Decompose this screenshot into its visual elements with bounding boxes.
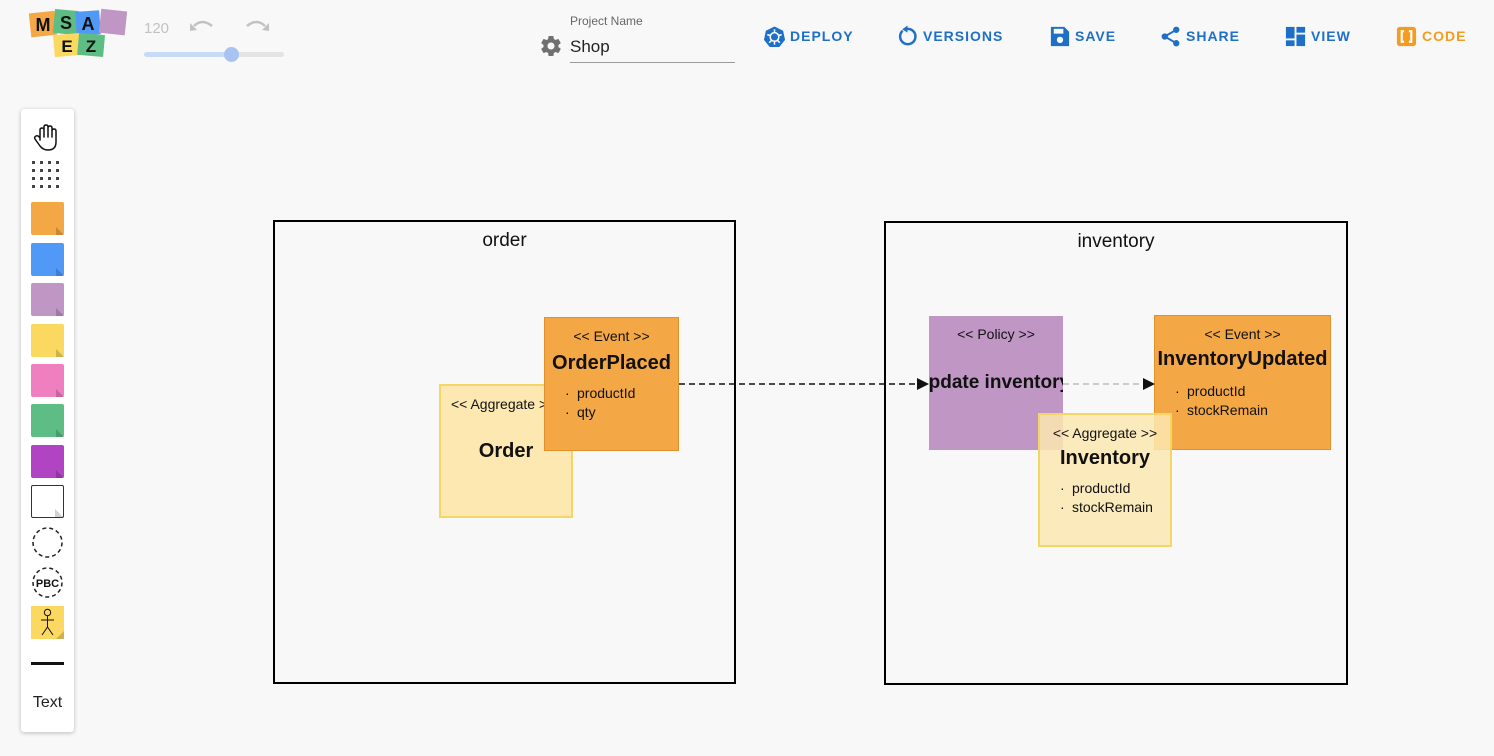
aggregate-attributes: productId stockRemain <box>1060 479 1153 517</box>
zoom-slider-fill <box>144 52 231 57</box>
versions-button[interactable]: VERSIONS <box>896 22 1003 50</box>
zoom-slider-thumb[interactable] <box>224 47 239 62</box>
event-attribute: productId <box>565 384 635 403</box>
project-name-input[interactable] <box>570 32 735 63</box>
policy-stereotype: << Policy >> <box>957 326 1035 342</box>
logo-letter-a: A <box>82 14 95 34</box>
bounded-context-title: inventory <box>1077 231 1155 252</box>
logo-letter-m: M <box>36 15 51 35</box>
zoom-level: 120 <box>144 20 170 37</box>
save-label: SAVE <box>1075 28 1117 44</box>
kubernetes-icon <box>763 25 786 47</box>
bounded-context-inventory[interactable]: inventory <box>884 221 1348 685</box>
msaez-logo: M S A E Z <box>28 8 128 58</box>
event-attributes: productId qty <box>565 384 635 422</box>
event-attribute: stockRemain <box>1175 401 1268 420</box>
zoom-slider[interactable] <box>144 47 284 62</box>
external-sticker[interactable] <box>31 364 64 397</box>
aggregate-sticker[interactable] <box>31 324 64 357</box>
history-icon <box>898 24 917 45</box>
event-attributes: productId stockRemain <box>1175 382 1268 420</box>
bounded-context-title: order <box>482 230 527 251</box>
share-button[interactable]: SHARE <box>1159 22 1240 50</box>
aggregate-attribute: productId <box>1060 479 1153 498</box>
bounded-context-order[interactable]: order <box>273 220 736 684</box>
grid-select-icon[interactable] <box>31 160 64 193</box>
aggregate-stereotype: << Aggregate >> <box>1052 425 1158 441</box>
share-label: SHARE <box>1186 28 1241 44</box>
logo-letter-e: E <box>61 37 72 56</box>
deploy-label: DEPLOY <box>790 28 854 44</box>
share-icon <box>1161 26 1180 46</box>
versions-label: VERSIONS <box>923 28 1004 44</box>
event-attribute: qty <box>565 403 635 422</box>
policy-sticker[interactable] <box>31 283 64 316</box>
package-label: PBC <box>36 578 59 590</box>
event-stereotype: << Event >> <box>1204 326 1281 342</box>
view-sticker[interactable] <box>31 445 64 478</box>
hand-icon[interactable] <box>31 121 64 154</box>
read-model-sticker[interactable] <box>31 404 64 437</box>
command-sticker[interactable] <box>31 243 64 276</box>
aggregate-attribute: stockRemain <box>1060 498 1153 517</box>
aggregate-name: Order <box>478 440 534 462</box>
event-order-placed[interactable]: << Event >> OrderPlaced productId qty <box>544 317 679 451</box>
package-icon[interactable]: PBC <box>31 566 64 599</box>
relation-arrowhead <box>1143 378 1155 390</box>
event-inventory-updated[interactable]: << Event >> InventoryUpdated productId s… <box>1154 315 1331 450</box>
project-name-label: Project Name <box>570 14 643 28</box>
event-sticker[interactable] <box>31 202 64 235</box>
aggregate-inventory[interactable]: << Aggregate >> Inventory productId stoc… <box>1038 413 1172 547</box>
save-button[interactable]: SAVE <box>1048 22 1116 50</box>
event-name: InventoryUpdated <box>1157 348 1328 370</box>
bounded-context-icon[interactable] <box>31 526 64 559</box>
text-tool[interactable]: Text <box>32 694 63 711</box>
deploy-button[interactable]: DEPLOY <box>763 22 854 50</box>
gear-icon[interactable] <box>539 34 563 58</box>
dashboard-icon <box>1285 26 1306 46</box>
event-name: OrderPlaced <box>552 352 671 374</box>
aggregate-name: Inventory <box>1059 447 1151 469</box>
code-label: CODE <box>1422 28 1467 44</box>
code-button[interactable]: CODE <box>1395 22 1466 50</box>
redo-icon[interactable] <box>243 16 271 40</box>
aggregate-order[interactable]: << Aggregate >> Order <box>439 384 573 518</box>
relation-arrowhead <box>917 378 929 390</box>
ui-sticker[interactable] <box>31 485 64 518</box>
sticker-palette: PBC Text <box>21 109 74 732</box>
event-attribute: productId <box>1175 382 1268 401</box>
logo-letter-s: S <box>60 13 72 33</box>
code-brackets-icon <box>1396 26 1417 46</box>
logo-letter-z: Z <box>86 37 96 56</box>
undo-icon[interactable] <box>188 16 216 40</box>
view-label: VIEW <box>1311 28 1351 44</box>
line-icon[interactable] <box>31 647 64 680</box>
event-stereotype: << Event >> <box>573 328 650 344</box>
policy-name: update inventory <box>929 372 1063 393</box>
floppy-disk-icon <box>1050 26 1070 46</box>
view-button[interactable]: VIEW <box>1284 22 1351 50</box>
aggregate-stereotype: << Aggregate >> <box>451 396 556 412</box>
actor-sticker[interactable] <box>31 606 64 639</box>
